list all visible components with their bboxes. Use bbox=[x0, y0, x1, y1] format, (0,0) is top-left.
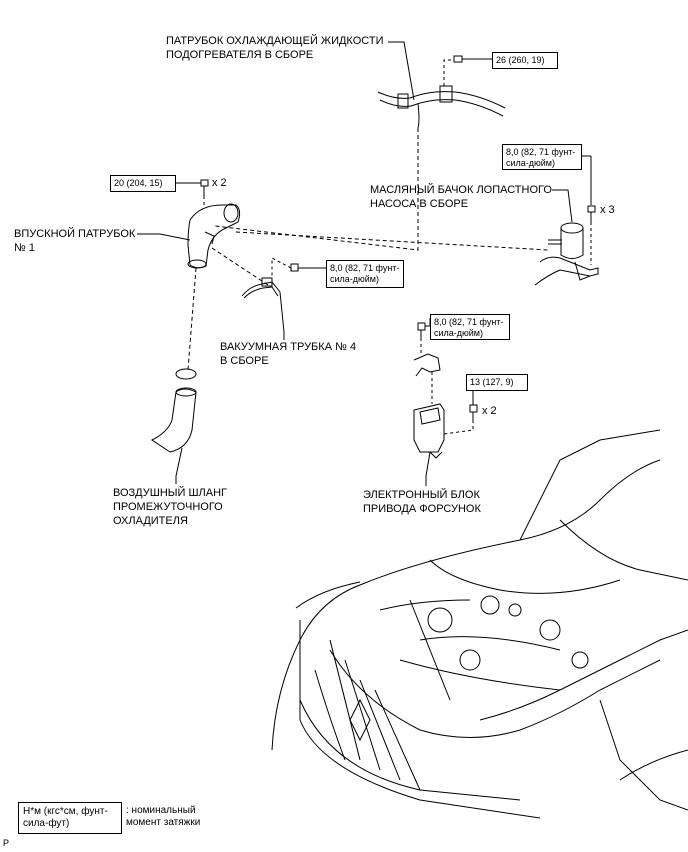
ecu-bolt-multiplier: x 2 bbox=[482, 405, 497, 417]
ecu-bracket-bolt-torque: 8,0 (82, 71 фунт- сила-дюйм) bbox=[430, 314, 510, 340]
vacuum-tube-label-line2: В СБОРЕ bbox=[220, 355, 269, 367]
injector-ecu-part bbox=[413, 403, 445, 459]
ecu-bolt bbox=[469, 404, 478, 420]
injector-ecu-label-line1: ЭЛЕКТРОННЫЙ БЛОК bbox=[363, 489, 480, 501]
tank-bolt-torque-line2: сила-дюйм) bbox=[506, 158, 555, 168]
legend-text: : номинальный момент затяжки bbox=[126, 805, 200, 829]
vacuum-bolt-torque-line1: 8,0 (82, 71 фунт- bbox=[330, 263, 400, 273]
heater-bolt bbox=[453, 55, 470, 63]
oil-tank-label-line1: МАСЛЯНЫЙ БАЧОК ЛОПАСТНОГО bbox=[370, 184, 552, 196]
oil-tank-part bbox=[534, 222, 599, 286]
heater-bolt-torque: 26 (260, 19) bbox=[492, 52, 558, 69]
legend-text-line2: момент затяжки bbox=[126, 817, 201, 828]
intake-pipe-leader bbox=[137, 233, 191, 241]
air-hose-label-line3: ОХЛАДИТЕЛЯ bbox=[113, 515, 188, 527]
intake-bolt-torque: 20 (204, 15) bbox=[110, 175, 176, 192]
intake-pipe-label-line1: ВПУСКНОЙ ПАТРУБОК bbox=[14, 228, 136, 240]
heater-pipe-label-line2: ПОДОГРЕВАТЕЛЯ В СБОРЕ bbox=[166, 49, 314, 61]
injector-ecu-label-line2: ПРИВОДА ФОРСУНОК bbox=[363, 503, 481, 515]
hose-clamp bbox=[175, 368, 197, 380]
intake-pipe-label: ВПУСКНОЙ ПАТРУБОК № 1 bbox=[14, 227, 135, 255]
air-hose-label: ВОЗДУШНЫЙ ШЛАНГ ПРОМЕЖУТОЧНОГО ОХЛАДИТЕЛ… bbox=[113, 486, 227, 528]
legend-box-line2: сила-фут) bbox=[23, 818, 70, 829]
intake-bolt-torque-value: 20 (204, 15) bbox=[114, 178, 163, 188]
vacuum-tube-label-line1: ВАКУУМНАЯ ТРУБКА № 4 bbox=[220, 341, 357, 353]
vehicle-illustration bbox=[271, 429, 688, 819]
ecu-bracket-bolt bbox=[417, 322, 426, 338]
corner-mark: P bbox=[3, 838, 10, 848]
tank-bolt-torque-line1: 8,0 (82, 71 фунт- bbox=[506, 147, 576, 157]
oil-tank-leader bbox=[552, 189, 573, 223]
tank-bolt-multiplier: x 3 bbox=[600, 204, 615, 216]
heater-bolt-torque-value: 26 (260, 19) bbox=[496, 55, 545, 65]
ecu-bolt-torque: 13 (127, 9) bbox=[466, 374, 528, 391]
oil-tank-label-line2: НАСОСА В СБОРЕ bbox=[370, 198, 469, 210]
ecu-bracket-bolt-torque-line1: 8,0 (82, 71 фунт- bbox=[434, 317, 504, 327]
legend-text-line1: : номинальный bbox=[126, 805, 196, 816]
legend-box-line1: Н*м (кгс*см, фунт- bbox=[23, 806, 108, 817]
air-hose-label-line1: ВОЗДУШНЫЙ ШЛАНГ bbox=[113, 487, 227, 499]
tank-bolt bbox=[587, 205, 596, 222]
heater-pipe-label-line1: ПАТРУБОК ОХЛАЖДАЮЩЕЙ ЖИДКОСТИ bbox=[166, 35, 384, 47]
injector-ecu-label: ЭЛЕКТРОННЫЙ БЛОК ПРИВОДА ФОРСУНОК bbox=[363, 488, 481, 516]
vacuum-tube-leader bbox=[279, 291, 285, 340]
vacuum-tube-part bbox=[241, 277, 281, 299]
ecu-bolt-torque-value: 13 (127, 9) bbox=[470, 377, 514, 387]
vacuum-bolt-torque: 8,0 (82, 71 фунт- сила-дюйм) bbox=[326, 260, 404, 288]
air-hose-label-line2: ПРОМЕЖУТОЧНОГО bbox=[113, 501, 223, 513]
air-hose-part bbox=[151, 387, 197, 453]
heater-pipe-label: ПАТРУБОК ОХЛАЖДАЮЩЕЙ ЖИДКОСТИ ПОДОГРЕВАТ… bbox=[166, 34, 383, 62]
intake-pipe-label-line2: № 1 bbox=[14, 242, 35, 254]
legend-box: Н*м (кгс*см, фунт- сила-фут) bbox=[18, 802, 122, 834]
ecu-bracket-part bbox=[413, 353, 441, 377]
vacuum-tube-label: ВАКУУМНАЯ ТРУБКА № 4 В СБОРЕ bbox=[220, 340, 356, 368]
tank-bolt-torque: 8,0 (82, 71 фунт- сила-дюйм) bbox=[502, 144, 582, 170]
vacuum-bolt bbox=[290, 263, 304, 272]
intake-bolt bbox=[200, 179, 209, 196]
injector-ecu-leader bbox=[425, 451, 431, 486]
air-hose-leader bbox=[175, 447, 183, 484]
heater-pipe-leader bbox=[388, 41, 415, 101]
ecu-bracket-bolt-torque-line2: сила-дюйм) bbox=[434, 328, 483, 338]
vacuum-bolt-torque-line2: сила-дюйм) bbox=[330, 274, 379, 284]
intake-pipe-part bbox=[187, 203, 241, 269]
intake-bolt-multiplier: x 2 bbox=[212, 177, 227, 189]
oil-tank-label: МАСЛЯНЫЙ БАЧОК ЛОПАСТНОГО НАСОСА В СБОРЕ bbox=[370, 183, 552, 211]
heater-pipe-part bbox=[377, 85, 506, 129]
